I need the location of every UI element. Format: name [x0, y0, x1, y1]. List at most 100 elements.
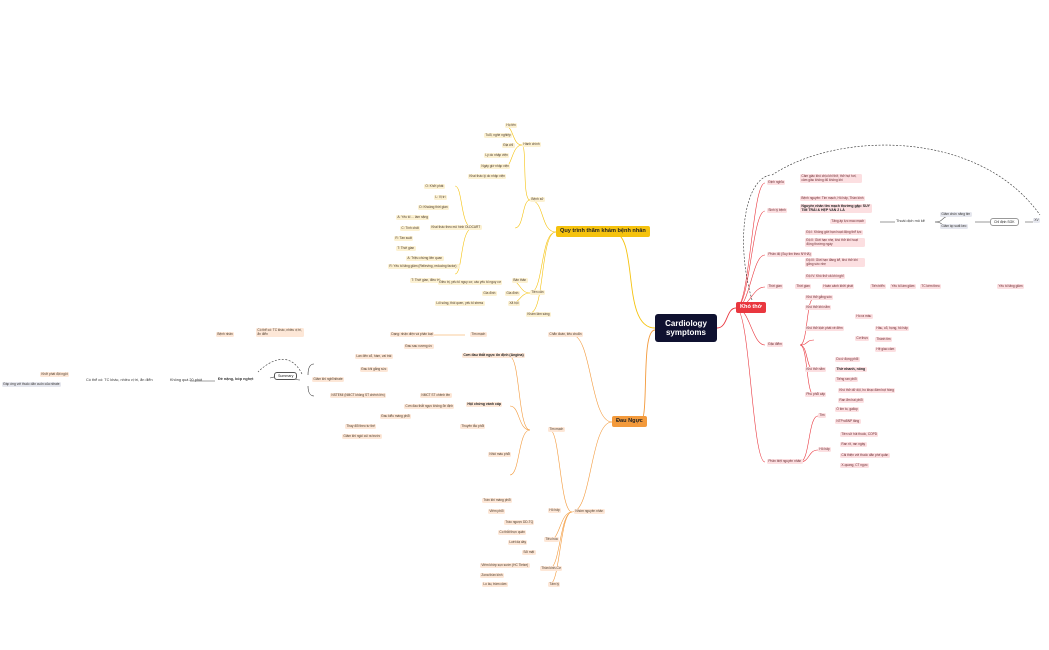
node-dang[interactable]: Dạng: nhận diện và phân loại — [390, 331, 435, 338]
node-phu-phoi[interactable]: Phù phổi cấp — [805, 391, 827, 398]
node-flow-2[interactable]: Giảm áp suất keo — [940, 223, 968, 230]
node-tim-mach-top[interactable]: Tim mạch — [470, 331, 487, 338]
node-mach-3[interactable]: Giảm khi ngồi cúi ra trước — [342, 433, 382, 440]
node-ban-than[interactable]: Bản thân — [512, 277, 528, 284]
node-t-thoi-gian[interactable]: T: Thời gian — [396, 245, 416, 252]
node-summary[interactable]: Summary — [274, 372, 298, 380]
node-dd-2[interactable]: Khó thở khi nằm — [805, 304, 832, 311]
node-co-1[interactable]: Hầu, cổ, họng, hô hấp — [875, 325, 910, 332]
node-tam-ly[interactable]: Tâm lý — [548, 581, 561, 588]
node-r-relieving[interactable]: R: Yếu tố tăng giảm (Relieving, reducing… — [388, 264, 460, 270]
node-tk-3[interactable]: Lo âu, trầm cảm — [482, 581, 508, 588]
node-khong-qua[interactable]: Không quá 20 phút — [170, 378, 203, 382]
node-pd-3[interactable]: Độ III: Giới hạn đáng kể, khó thở khi gắ… — [805, 258, 865, 268]
node-dd-1[interactable]: Khó thở gắng sức — [805, 294, 834, 301]
node-pb-hh-4[interactable]: X-quang, CT ngực — [840, 462, 869, 469]
node-pb-hh-3[interactable]: Cải thiện với thuốc dãn phế quản — [840, 452, 890, 459]
node-tuoi[interactable]: Tuổi, nghề nghiệp — [484, 132, 513, 139]
node-pd-4[interactable]: Độ IV: Khó thở cả khi nghỉ — [805, 273, 845, 280]
node-dd-4[interactable]: Ho ra máu — [855, 313, 873, 320]
node-bottom-1[interactable]: Tràn khí màng phổi — [482, 497, 513, 504]
root-node[interactable]: Cardiology symptoms — [655, 314, 717, 342]
node-bottom-3[interactable]: Nhồi máu phổi — [488, 451, 512, 458]
node-pb-hh[interactable]: Hô hấp — [818, 446, 832, 453]
branch-quy-trinh[interactable]: Quy trình thăm khám bệnh nhân — [556, 226, 650, 237]
node-co-2[interactable]: Thành tim — [875, 336, 892, 343]
node-pb-tim[interactable]: Tim — [818, 412, 826, 419]
node-a-lien-quan[interactable]: A: Triệu chứng liên quan — [406, 255, 444, 262]
node-di-truyen[interactable]: Gia đình — [482, 290, 497, 297]
node-a-lam-nang[interactable]: A: Yếu tố ... làm nặng — [396, 214, 430, 221]
node-d-khoang[interactable]: D: Khoảng thời gian — [418, 204, 450, 211]
node-nguyen-nhan[interactable]: Nhóm nguyên nhân — [574, 508, 605, 515]
node-left-2[interactable]: Có thể có: TC khác, nhiều vị trí, ẩn điể… — [86, 378, 153, 382]
node-tg-2[interactable]: Hoàn cảnh khởi phát — [822, 283, 855, 290]
node-tg-3[interactable]: Tiến triển — [870, 283, 886, 290]
node-t-dieu-tri[interactable]: T: Thời gian, điều trị — [410, 277, 441, 284]
node-th-4[interactable]: Sỏi mật — [522, 549, 536, 556]
node-ktn-2[interactable]: Thở nhanh, nông — [835, 366, 867, 373]
node-mach-2[interactable]: Thay đổi theo tư thế — [345, 423, 377, 430]
node-ly-do[interactable]: Lý do nhập viện — [484, 152, 510, 159]
node-pp-2[interactable]: Ran ẩm hai phổi — [838, 397, 864, 404]
node-chan-doan[interactable]: Chẩn đoán, tiêu chuẩn — [548, 331, 583, 338]
node-benh-su[interactable]: Bệnh sử — [530, 196, 545, 203]
node-mach-1[interactable]: Đau kiểu màng phổi — [380, 413, 412, 420]
node-pe[interactable]: Thuyên tắc phổi — [460, 423, 486, 430]
node-dinh-nghia-text[interactable]: Cảm giác khó chịu khi thở, thở hụt hơi, … — [800, 174, 862, 184]
node-th-2[interactable]: Co thắt thực quản — [498, 529, 527, 536]
branch-dau-nguc[interactable]: Đau Ngực — [612, 416, 647, 427]
node-yeu-to-nguy-co[interactable]: Điều trị, yếu tố nguy cơ, các yếu tố ngu… — [438, 279, 503, 286]
node-angina-2[interactable]: Lan đến cổ, hàm, vai trái — [355, 353, 393, 360]
node-tg-6[interactable]: Yếu tố tăng giảm — [997, 283, 1024, 290]
node-ktn-3[interactable]: Tiếng ran phổi — [835, 376, 859, 383]
node-left-tong[interactable]: Bệnh nhân — [216, 331, 235, 338]
node-oldcart[interactable]: Khai thác theo mô hình OLDCART — [430, 224, 482, 231]
node-pb-hh-2[interactable]: Ran rít, ran ngáy — [840, 441, 867, 448]
node-c-tinh-chat[interactable]: C: Tính chất — [400, 225, 421, 232]
node-pb-tim-2[interactable]: NTProBNP tăng — [835, 418, 861, 425]
node-bottom-2[interactable]: Viêm phổi — [488, 508, 505, 515]
node-ho-hap[interactable]: Hô hấp — [548, 507, 562, 514]
node-left-3[interactable]: Đáp ứng với thuốc dãn cuốn của nitrate — [2, 381, 61, 388]
node-dia-chi[interactable]: Địa chỉ — [502, 142, 515, 149]
node-phan-biet[interactable]: Phân biệt nguyên nhân — [767, 458, 803, 465]
node-khai-thac[interactable]: Khai thác lý do nhập viện — [468, 173, 507, 180]
node-pp-1[interactable]: Khó thở dữ dội, ho khạc đàm bọt hồng — [838, 387, 896, 394]
node-sinh-ly[interactable]: Sinh lý bệnh — [767, 207, 788, 214]
node-dac-diem[interactable]: Đặc điểm — [767, 341, 784, 348]
node-tg-4[interactable]: Yếu tố làm giảm — [890, 283, 916, 290]
node-thoi-quen[interactable]: Lối sống, thói quen, yếu tố stress — [435, 300, 485, 307]
node-flow-3[interactable]: Chỉ định SGK — [990, 218, 1019, 227]
node-thoi-gian[interactable]: Thời gian — [767, 283, 784, 290]
node-ktn-1[interactable]: Do ứ đọng phổi — [835, 356, 860, 363]
node-ho-ten[interactable]: Họ tên — [505, 122, 518, 129]
node-left-desc[interactable]: Có thể có: TC khác, nhiều vị trí, ẩn điể… — [256, 328, 304, 338]
node-hc-1[interactable]: NSTEMI (NMCT không ST chênh lên) — [330, 392, 387, 399]
node-pb-tim-1[interactable]: Ổ tim to, gallop — [835, 406, 860, 413]
node-ngay-gio[interactable]: Ngày giờ nhập viện — [480, 163, 511, 170]
node-angina-4[interactable]: Giảm khi nghỉ/nitrate — [312, 376, 345, 383]
node-angina-3[interactable]: Đau khi gắng sức — [360, 366, 388, 373]
node-left-1[interactable]: Khởi phát đột ngột — [40, 371, 69, 378]
node-flow-1[interactable]: Giảm chức năng tim — [940, 211, 972, 218]
branch-kho-tho[interactable]: Khó thở — [736, 302, 766, 313]
node-angina[interactable]: Cơn đau thắt ngực ổn định (Angina) — [462, 352, 526, 359]
node-tim-mach[interactable]: Tim mạch — [548, 426, 565, 433]
node-thoai-dich[interactable]: Thoái dịch mô kẽ — [896, 219, 925, 223]
node-than-kinh[interactable]: Thần kinh-Cơ — [540, 565, 563, 572]
node-flow-4[interactable]: XV — [1033, 217, 1041, 224]
node-tk-2[interactable]: Zona thần kinh — [480, 572, 504, 579]
node-sl-3[interactable]: Tăng áp lực mao mạch — [830, 218, 866, 225]
node-tk-1[interactable]: Viêm khớp sụn sườn (HC Tietze) — [480, 562, 530, 569]
node-r-tan-suat[interactable]: R: Tần suất — [394, 235, 414, 242]
node-hc-3[interactable]: Cơn đau thắt ngực không ổn định — [404, 403, 455, 410]
node-tg-5[interactable]: TC kèm theo — [920, 283, 942, 290]
node-pd-2[interactable]: Độ II: Giới hạn nhẹ, khó thở khi hoạt độ… — [805, 238, 865, 248]
node-tg-1[interactable]: Thời gian — [795, 283, 812, 290]
node-co-3[interactable]: Hệ giao cảm — [875, 346, 896, 353]
node-hoi-chung[interactable]: Hội chứng vành cấp — [466, 401, 503, 408]
node-sl-1[interactable]: Bệnh nguyên: Tim mạch, Hô hấp, Thần kinh — [800, 195, 865, 202]
node-co-thu[interactable]: Cơ thực — [855, 335, 870, 342]
node-th-3[interactable]: Loét dạ dày — [508, 539, 528, 546]
